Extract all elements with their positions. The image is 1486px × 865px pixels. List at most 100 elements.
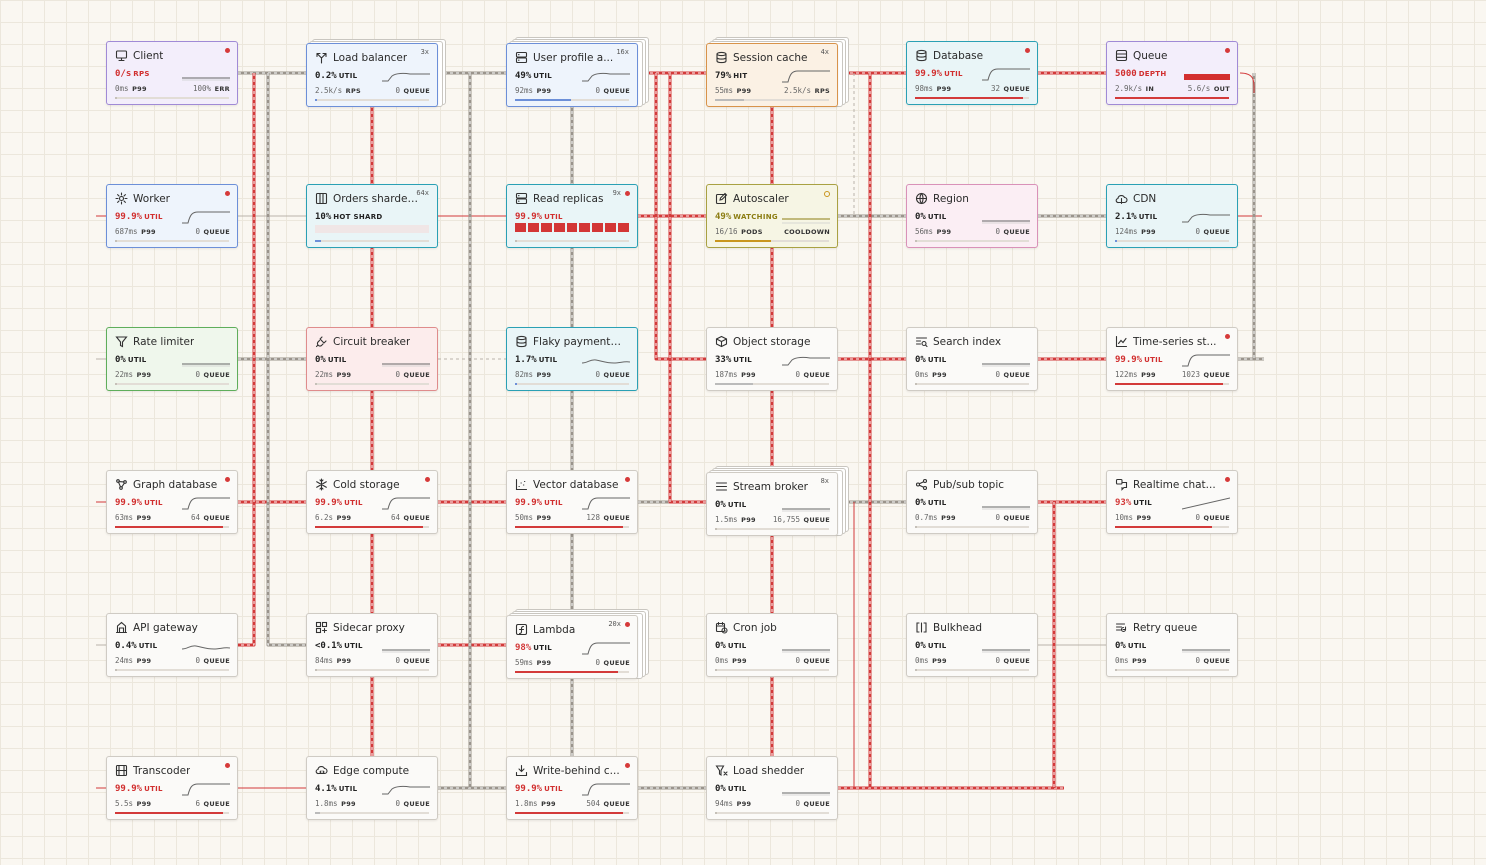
utilization-fill [1115, 526, 1212, 528]
latency-metric: 98ms P99 [915, 84, 951, 93]
list-icon [715, 480, 728, 493]
primary-metric-value: 0.2% [315, 71, 337, 81]
graph-icon [115, 478, 128, 491]
alert-dot-icon [425, 477, 430, 482]
utilization-fill [1115, 240, 1118, 242]
primary-metric-value: 10% [315, 212, 332, 222]
sparkline [782, 508, 830, 512]
primary-metric: 49%WATCHING [715, 212, 778, 222]
utilization-bar [315, 240, 429, 242]
primary-metric-unit: UTIL [727, 785, 747, 793]
replica-count: 3x [420, 48, 429, 56]
sparkline [582, 497, 630, 510]
queue-unit: QUEUE [200, 514, 230, 522]
utilization-fill [315, 669, 317, 671]
node-title: Vector database [533, 479, 619, 491]
latency-unit: P99 [134, 800, 152, 808]
latency-metric: 56ms P99 [915, 227, 951, 236]
latency-unit: P99 [734, 87, 752, 95]
queue-metric: 1023 QUEUE [1182, 370, 1230, 379]
replica-segment [566, 223, 578, 232]
node-header: Write-behind c... [515, 762, 623, 778]
queue-value: 0 [1195, 227, 1200, 236]
queue-unit: QUEUE [1000, 514, 1030, 522]
cloud-code-icon [315, 764, 328, 777]
queue-value: 128 [586, 513, 600, 522]
queue-unit: QUEUE [1200, 228, 1230, 236]
primary-metric-unit: UTIL [127, 356, 147, 364]
latency-unit: P99 [929, 371, 947, 379]
sparkline [182, 497, 230, 510]
queue-metric: 16,755 QUEUE [773, 515, 830, 524]
